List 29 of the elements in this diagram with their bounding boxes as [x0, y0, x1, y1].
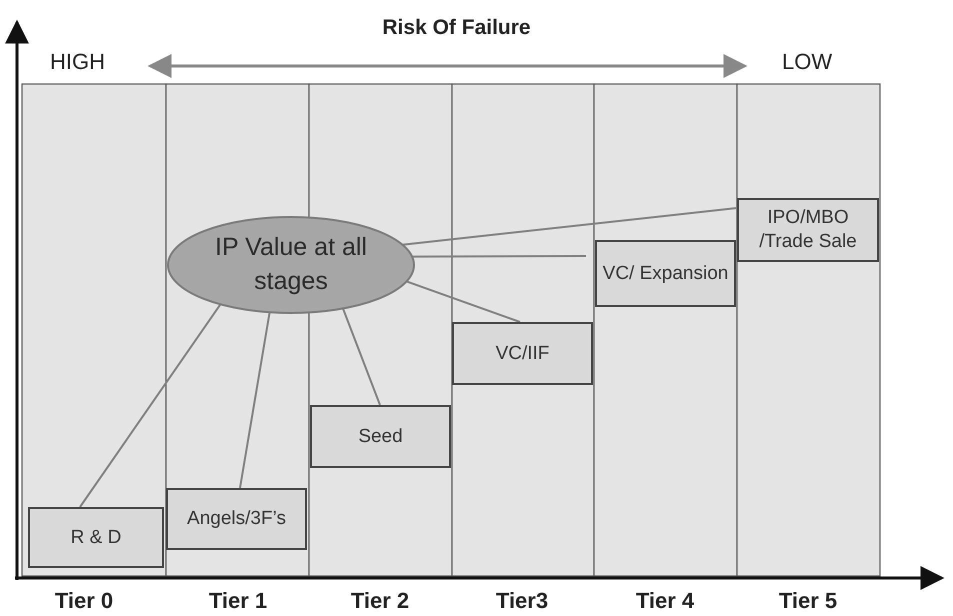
- scale-label: LOW: [782, 49, 832, 75]
- connector-line: [406, 280, 520, 323]
- stage-box: [310, 405, 451, 468]
- stage-box: [28, 507, 164, 568]
- tier-label: Tier3: [494, 588, 550, 614]
- connector-line: [342, 308, 381, 406]
- ellipse-node: [166, 215, 416, 315]
- tier-label: Tier 2: [350, 588, 410, 614]
- tier-label: Tier 5: [778, 588, 838, 614]
- title: Risk Of Failure: [381, 16, 532, 40]
- stage-label: VC/IIF: [494, 342, 550, 366]
- stage-label: Seed: [357, 424, 404, 448]
- stage-label: VC/ Expansion: [602, 262, 730, 286]
- ellipse-label: IP Value at all stages: [214, 232, 368, 297]
- scale-label: HIGH: [50, 49, 105, 75]
- connector-line: [412, 255, 586, 258]
- stage-box: [595, 240, 736, 307]
- stage-box: [452, 322, 593, 385]
- connector-line: [239, 312, 271, 488]
- stage-label: Angels/3F’s: [186, 507, 287, 531]
- stage-box: [166, 488, 307, 550]
- stage-label: IPO/MBO /Trade Sale: [758, 206, 858, 254]
- tier-label: Tier 1: [208, 588, 268, 614]
- tier-label: Tier 4: [634, 588, 696, 614]
- connector-line: [402, 207, 738, 246]
- tier-label: Tier 0: [54, 588, 114, 614]
- stage-box: [737, 198, 879, 262]
- connector-line: [79, 304, 222, 508]
- stage-label: R & D: [70, 526, 122, 550]
